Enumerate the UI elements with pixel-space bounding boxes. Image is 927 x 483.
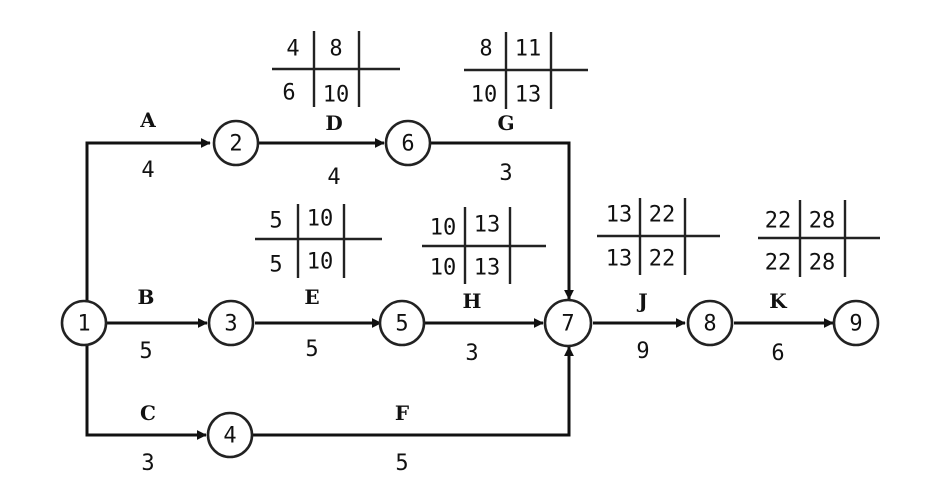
time-table-d-es: 4	[286, 37, 299, 62]
node-2-label: 2	[229, 132, 242, 157]
node-1-label: 1	[77, 312, 90, 337]
time-table-g-es: 8	[479, 37, 492, 62]
activity-e-duration: 5	[305, 337, 318, 362]
time-table-j-es: 13	[606, 203, 633, 228]
time-table-g-ls: 10	[471, 83, 498, 108]
node-1: 1	[60, 299, 108, 347]
node-7: 7	[543, 298, 593, 348]
node-2: 2	[212, 119, 260, 167]
time-table-h-es: 10	[430, 216, 457, 241]
time-table-d-ef: 8	[329, 37, 342, 62]
activity-k-duration: 6	[771, 341, 784, 366]
time-table-h-ls: 10	[430, 256, 457, 281]
node-9: 9	[832, 299, 880, 347]
activity-a-name: A	[139, 108, 156, 132]
time-table-h-lf: 13	[474, 256, 501, 281]
activity-j-name: J	[636, 289, 647, 313]
node-8: 8	[686, 299, 734, 347]
edge-a	[85, 138, 211, 320]
node-9-label: 9	[849, 312, 862, 337]
activity-d-name: D	[325, 111, 342, 135]
activity-b-duration: 5	[139, 339, 152, 364]
time-table-e-ef: 10	[307, 207, 334, 232]
time-table-g-lf: 13	[515, 83, 542, 108]
time-table-h-ef: 13	[474, 213, 501, 238]
activity-k-name: K	[769, 289, 787, 313]
time-table-d: 4 8 6 10	[272, 31, 400, 108]
time-table-k-ls: 22	[765, 251, 792, 276]
time-table-e-ls: 5	[269, 253, 282, 278]
time-table-h: 10 13 10 13	[422, 207, 546, 284]
activity-c-name: C	[140, 401, 156, 425]
node-7-label: 7	[561, 312, 574, 337]
activity-e-name: E	[304, 285, 319, 309]
time-table-k: 22 28 22 28	[758, 200, 880, 277]
activity-b-name: B	[138, 285, 155, 309]
time-table-j-lf: 22	[649, 247, 676, 272]
edge-g	[431, 141, 574, 300]
time-table-j-ef: 22	[649, 203, 676, 228]
time-table-j-ls: 13	[606, 247, 633, 272]
activity-c-duration: 3	[141, 451, 154, 476]
node-5-label: 5	[395, 312, 408, 337]
node-8-label: 8	[703, 312, 716, 337]
node-4: 4	[206, 411, 254, 459]
node-3: 3	[207, 299, 255, 347]
activity-g-name: G	[497, 111, 514, 135]
activity-f-duration: 5	[395, 451, 408, 476]
node-3-label: 3	[224, 312, 237, 337]
node-6-label: 6	[401, 132, 414, 157]
activity-g-duration: 3	[499, 161, 512, 186]
time-table-e-lf: 10	[307, 250, 334, 275]
edge-f	[253, 346, 574, 437]
time-table-k-ef: 28	[809, 209, 836, 234]
activity-h-name: H	[463, 289, 482, 313]
time-table-e-es: 5	[269, 209, 282, 234]
activity-h-duration: 3	[465, 341, 478, 366]
time-table-k-lf: 28	[809, 251, 836, 276]
time-table-k-es: 22	[765, 209, 792, 234]
time-table-g: 8 11 10 13	[464, 32, 588, 109]
activity-j-duration: 9	[636, 339, 649, 364]
activity-f-name: F	[395, 401, 409, 425]
time-table-d-ls: 6	[282, 81, 295, 106]
activity-a-duration: 4	[141, 158, 154, 183]
time-table-e: 5 10 5 10	[255, 204, 382, 278]
time-table-g-ef: 11	[515, 37, 542, 62]
activity-d-duration: 4	[327, 165, 340, 190]
time-table-d-lf: 10	[323, 83, 350, 108]
node-4-label: 4	[223, 424, 236, 449]
time-table-j: 13 22 13 22	[597, 198, 720, 275]
node-6: 6	[384, 119, 432, 167]
node-5: 5	[378, 299, 426, 347]
edge-c	[85, 326, 207, 440]
